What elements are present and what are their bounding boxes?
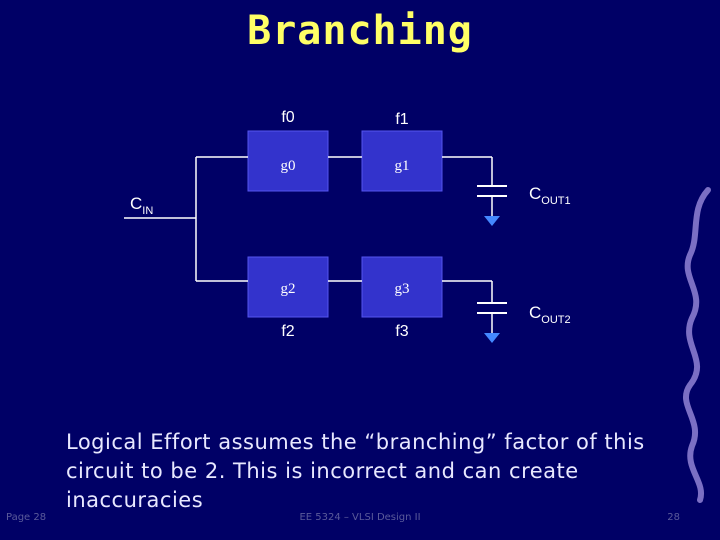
- capacitor-cout2-icon: [477, 302, 507, 343]
- gate-g1: [361, 130, 443, 192]
- gate-g3: [361, 256, 443, 318]
- body-text: Logical Effort assumes the “branching” f…: [66, 430, 645, 512]
- footer-right: 28: [667, 512, 680, 523]
- footer-center: EE 5324 – VLSI Design II: [299, 512, 421, 523]
- label-cout1: COUT1: [529, 184, 571, 207]
- label-g2: g2: [281, 281, 296, 297]
- label-f3: f3: [395, 323, 408, 340]
- capacitor-cout1-icon: [477, 185, 507, 226]
- label-g3: g3: [395, 281, 410, 297]
- slide-title: Branching: [247, 8, 473, 54]
- label-g0: g0: [281, 158, 296, 174]
- label-cin: CIN: [130, 194, 153, 217]
- ground-icon: [484, 216, 500, 226]
- decorative-swirl-icon: [682, 187, 711, 503]
- label-g1: g1: [395, 158, 410, 174]
- label-f0: f0: [281, 109, 294, 126]
- label-f1: f1: [395, 111, 408, 128]
- footer-left: Page 28: [6, 512, 47, 523]
- label-f2: f2: [281, 323, 294, 340]
- label-cout2: COUT2: [529, 303, 571, 326]
- wires: [124, 156, 493, 303]
- ground-icon: [484, 333, 500, 343]
- gate-g0: [247, 130, 329, 192]
- gate-g2: [247, 256, 329, 318]
